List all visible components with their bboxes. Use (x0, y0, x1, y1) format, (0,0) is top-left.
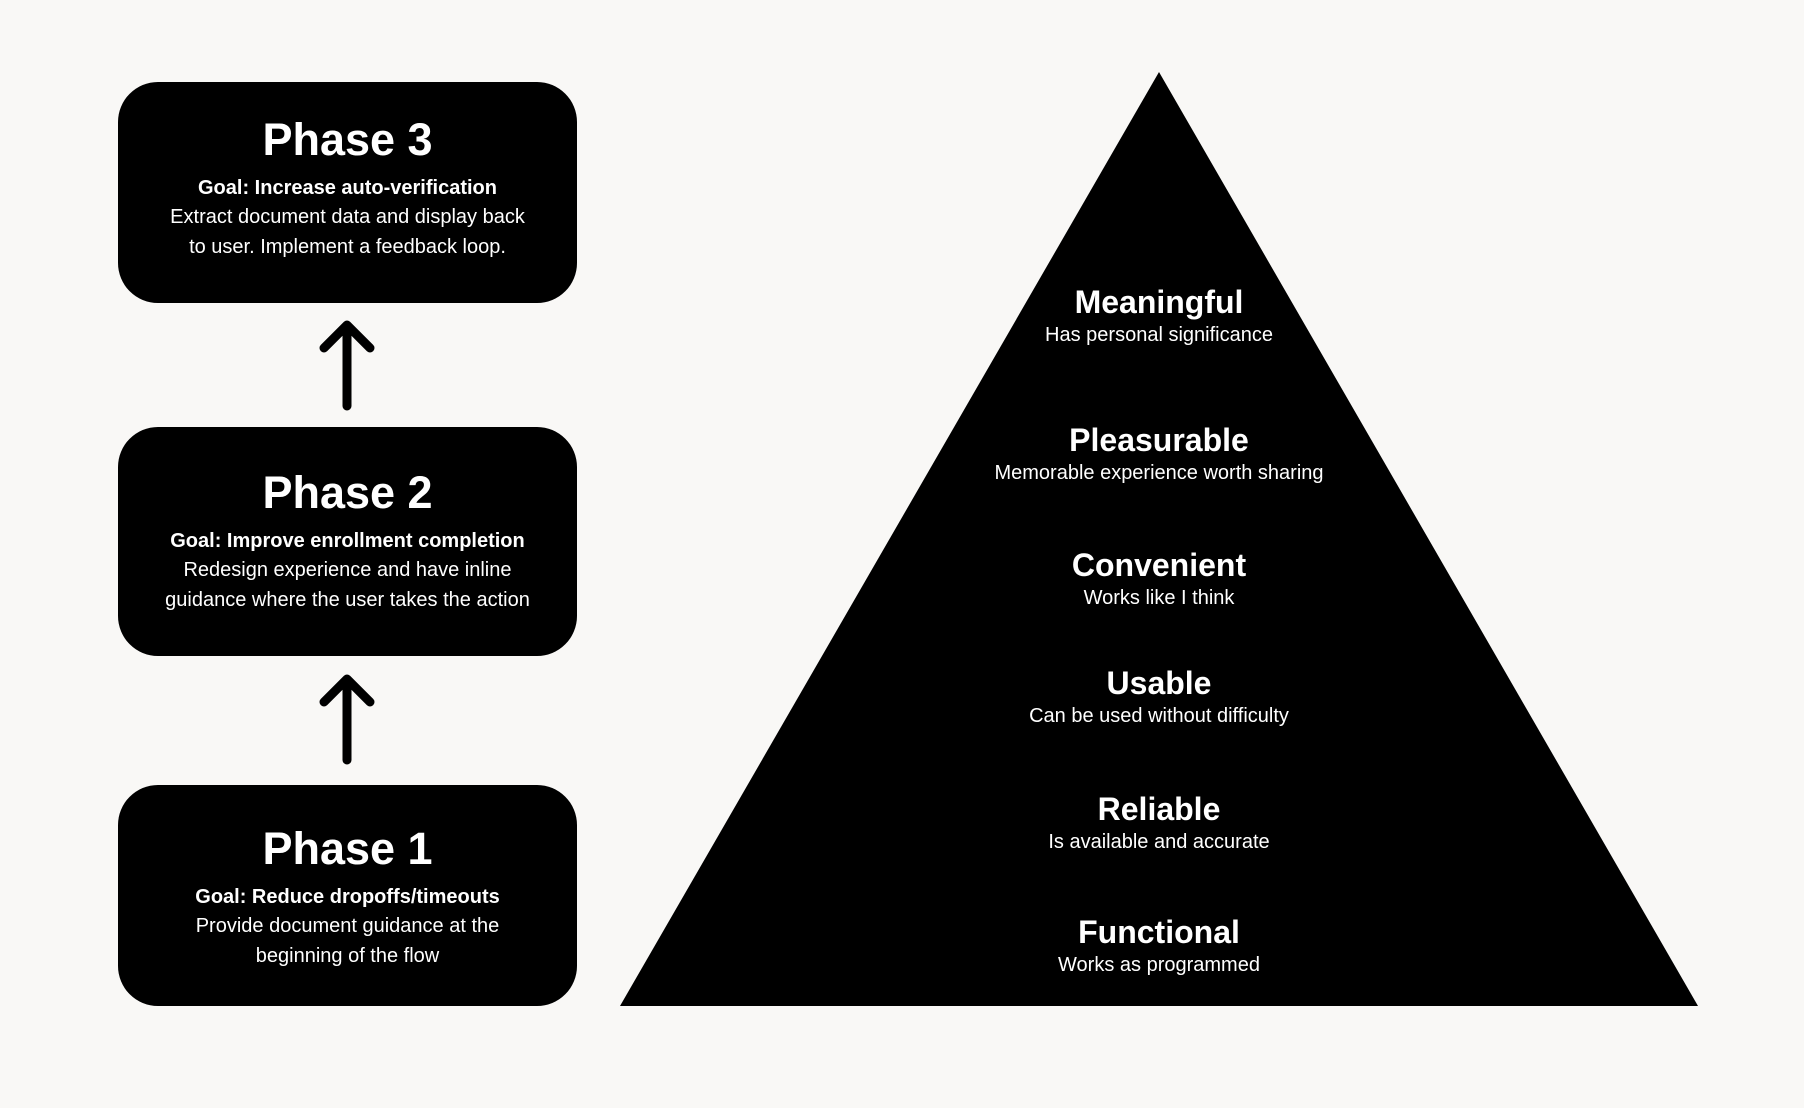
phase-1-description-line-1: Provide document guidance at the (195, 915, 500, 937)
phase-3-card: Phase 3 Goal: Increase auto-verification… (118, 82, 577, 303)
phase-2-description-line-2: guidance where the user takes the action (165, 589, 530, 611)
pyramid-level-reliable: Reliable Is available and accurate (620, 790, 1698, 856)
phase-2-description-line-1: Redesign experience and have inline (183, 559, 512, 581)
pyramid-level-description: Is available and accurate (1048, 831, 1270, 853)
phase-3-goal: Goal: Increase auto-verification (198, 177, 497, 199)
phase-1-goal: Goal: Reduce dropoffs/timeouts (195, 886, 500, 908)
pyramid-level-name: Functional (1078, 914, 1240, 950)
phase-2-description: Redesign experience and have inline guid… (136, 555, 559, 615)
pyramid-level-pleasurable: Pleasurable Memorable experience worth s… (620, 421, 1698, 487)
pyramid-shape (620, 72, 1698, 1006)
pyramid-level-functional: Functional Works as programmed (620, 913, 1698, 979)
phase-1-card: Phase 1 Goal: Reduce dropoffs/timeouts P… (118, 785, 577, 1006)
phase-2-goal: Goal: Improve enrollment completion (170, 530, 525, 552)
phase-3-description-line-1: Extract document data and display back (170, 206, 525, 228)
pyramid-level-name: Meaningful (1074, 284, 1244, 320)
phase-2-card: Phase 2 Goal: Improve enrollment complet… (118, 427, 577, 656)
pyramid-level-name: Usable (1106, 665, 1212, 701)
pyramid-level-meaningful: Meaningful Has personal significance (620, 283, 1698, 349)
phase-3-title: Phase 3 (262, 114, 433, 165)
pyramid-level-description: Has personal significance (1045, 324, 1273, 346)
pyramid-level-name: Pleasurable (1069, 422, 1249, 458)
phase-1-description-line-2: beginning of the flow (255, 945, 440, 967)
arrow-up-icon (319, 320, 375, 411)
arrow-up-icon (319, 674, 375, 765)
phase-2-title: Phase 2 (262, 467, 433, 518)
phase-3-description: Extract document data and display back t… (136, 202, 559, 262)
pyramid-level-name: Reliable (1097, 791, 1221, 827)
phase-1-description: Provide document guidance at the beginni… (136, 911, 559, 971)
pyramid-level-description: Can be used without difficulty (1029, 705, 1289, 727)
phase-3-description-line-2: to user. Implement a feedback loop. (189, 236, 506, 258)
pyramid-level-convenient: Convenient Works like I think (620, 546, 1698, 612)
pyramid-level-description: Works as programmed (1058, 954, 1260, 976)
phase-1-title: Phase 1 (262, 823, 433, 874)
pyramid-level-usable: Usable Can be used without difficulty (620, 664, 1698, 730)
pyramid-level-description: Works like I think (1083, 587, 1235, 609)
pyramid-level-description: Memorable experience worth sharing (994, 462, 1324, 484)
pyramid-level-name: Convenient (1071, 547, 1247, 583)
